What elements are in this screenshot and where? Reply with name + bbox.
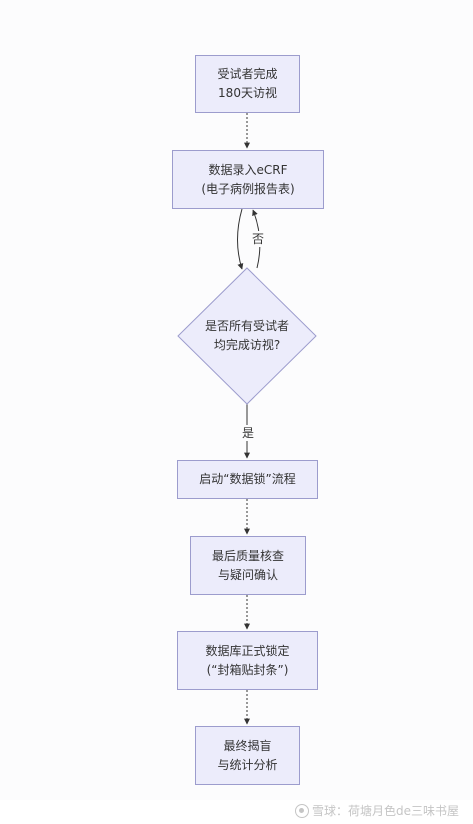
watermark: 雪球：荷塘月色de三味书屋 <box>294 802 459 819</box>
edge-label-no: 否 <box>250 231 267 247</box>
node-visit-complete-line2: 180天访视 <box>218 86 277 100</box>
node-unblind: 最终揭盲 与统计分析 <box>195 726 300 785</box>
edge-label-yes: 是 <box>240 425 257 441</box>
node-db-lock-line1: 数据库正式锁定 <box>205 643 290 658</box>
node-visit-complete: 受试者完成 180天访视 <box>195 55 300 113</box>
node-start-lock: 启动“数据锁”流程 <box>177 460 318 499</box>
node-start-lock-line1: 启动“数据锁”流程 <box>199 472 296 486</box>
decision-line2: 均完成访视? <box>213 338 281 352</box>
node-unblind-line1: 最终揭盲 <box>223 738 272 753</box>
decision-line1: 是否所有受试者 <box>204 319 289 333</box>
node-data-entry: 数据录入eCRF (电子病例报告表) <box>172 150 324 209</box>
node-quality-check-line1: 最后质量核查 <box>211 548 284 563</box>
snowball-logo-icon <box>294 803 309 818</box>
watermark-text: 雪球：荷塘月色de三味书屋 <box>311 804 459 818</box>
node-db-lock-line2: (“封箱贴封条”) <box>206 662 289 677</box>
edge-n2-decision <box>237 208 244 270</box>
decision-text: 是否所有受试者均完成访视? <box>187 317 307 355</box>
footer <box>0 800 473 824</box>
node-db-lock: 数据库正式锁定 (“封箱贴封条”) <box>177 631 318 690</box>
edges-layer <box>177 113 317 725</box>
node-unblind-line2: 与统计分析 <box>217 757 278 772</box>
flowchart-canvas: 受试者完成 180天访视 数据录入eCRF (电子病例报告表) 否 是否所有受试… <box>172 55 324 785</box>
node-data-entry-line2: (电子病例报告表) <box>201 181 295 196</box>
node-visit-complete-line1: 受试者完成 <box>217 67 278 81</box>
decision-diamond <box>177 267 317 405</box>
node-quality-check: 最后质量核查 与疑问确认 <box>190 536 306 595</box>
node-quality-check-line2: 与疑问确认 <box>217 567 278 582</box>
node-data-entry-line1: 数据录入eCRF <box>208 162 288 177</box>
